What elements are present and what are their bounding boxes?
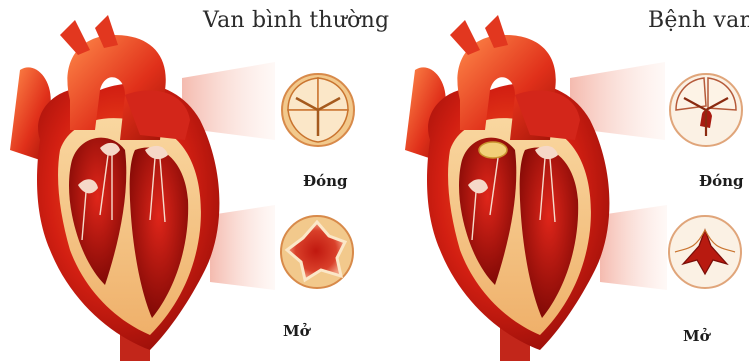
aortic-branch-1: [60, 20, 90, 55]
normal-valve-title: Van bình thường: [203, 8, 389, 33]
valve-closed-normal: [282, 74, 354, 146]
diseased-valve-panel: Bệnh van Đóng Mở: [405, 0, 749, 361]
open-label: Mở: [283, 322, 310, 340]
aortic-branch-1: [450, 20, 480, 55]
closed-label: Đóng: [699, 172, 744, 190]
normal-valve-panel: Van bình thường Đóng Mở: [0, 0, 400, 361]
calcified-valve-lesion: [479, 142, 507, 158]
closed-label: Đóng: [303, 172, 348, 190]
zoom-beam-open: [600, 205, 667, 290]
valve-open-normal: [281, 216, 353, 288]
zoom-beam-open: [210, 205, 275, 290]
valve-closed-diseased: [670, 74, 742, 146]
valve-open-diseased: [669, 216, 741, 288]
open-label: Mở: [683, 327, 710, 345]
diseased-heart-illustration: [405, 0, 749, 361]
diseased-valve-title: Bệnh van: [648, 8, 749, 33]
